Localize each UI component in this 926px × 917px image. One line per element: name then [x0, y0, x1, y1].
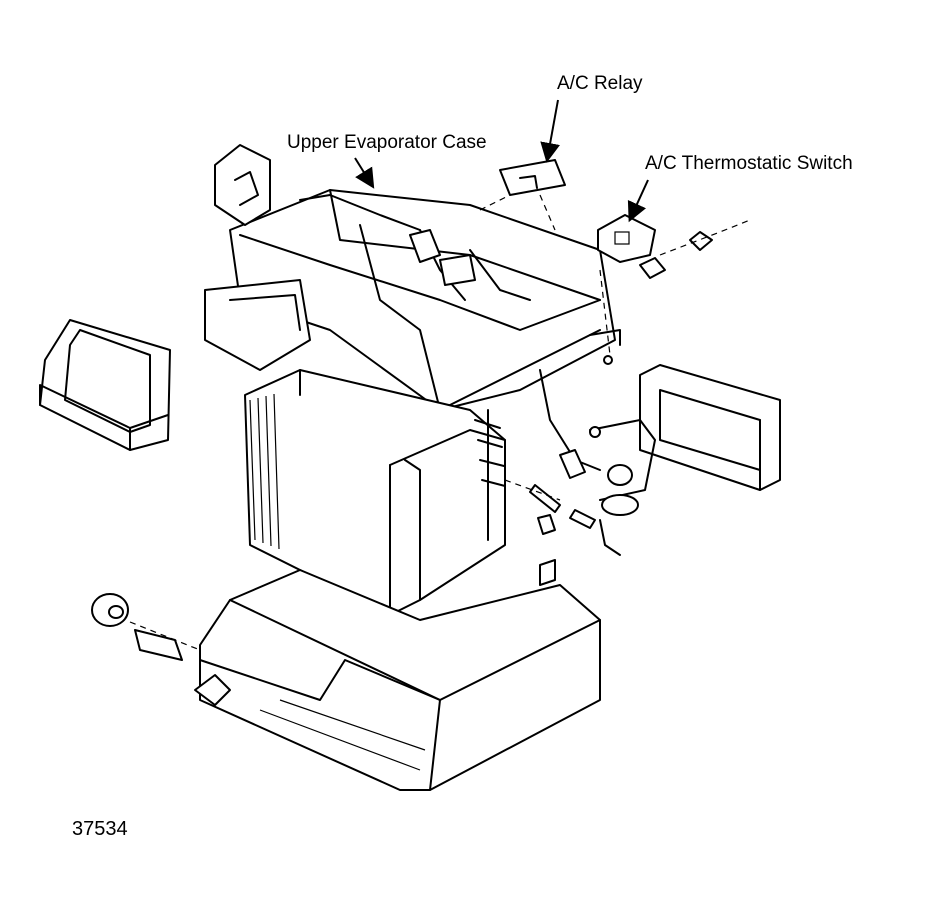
left-gasket: [39, 319, 171, 451]
thermostatic-switch-arrow: [627, 179, 649, 223]
plug-and-sleeve-parts: [91, 593, 201, 661]
lower-evaporator-case: [194, 559, 601, 791]
leader-arrows: [354, 99, 649, 223]
figure-number: 37534: [72, 818, 128, 840]
evaporator-core: [244, 369, 506, 616]
ac-thermostatic-switch: [597, 214, 751, 365]
ac-relay-label: A/C Relay: [557, 73, 643, 94]
refrigerant-lines: [504, 369, 656, 556]
upper-evaporator-case-label: Upper Evaporator Case: [287, 132, 487, 153]
ac-thermostatic-switch-label: A/C Thermostatic Switch: [645, 153, 853, 174]
upper-evaporator-case: [204, 144, 621, 411]
relay-arrow: [540, 99, 560, 163]
ac-relay: [479, 159, 566, 231]
upper-case-arrow: [354, 157, 375, 189]
right-gasket: [639, 364, 781, 491]
